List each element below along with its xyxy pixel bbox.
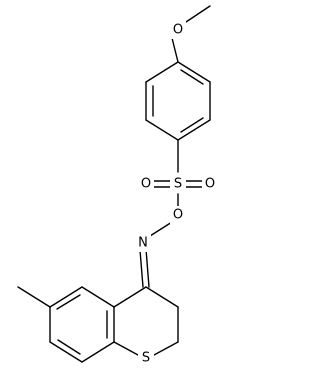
bond-ring-b-5 [49,286,83,308]
bond-ring-a-4 [145,119,179,141]
bonds [17,5,211,363]
ester-oxygen-atom: O [170,206,186,224]
chemical-structure: O S O O O N S [17,5,218,367]
bond-ring-a-3 [177,119,211,141]
sulfonyl-oxygen-right-atom: O [202,175,218,193]
methoxy-oxygen-atom: O [170,21,186,39]
atom-labels: O S O O O N S [135,21,218,367]
bond-ring-b-3 [49,341,83,363]
bond-ring-b-2 [81,341,115,363]
sulfonyl-oxygen-left-label: O [141,177,151,192]
bond-ring-a-6 [145,61,179,83]
structure-canvas: O S O O O N S [17,5,218,367]
bond-methyl-o [185,5,211,23]
bond-ring-b-double-2 [57,339,81,355]
bond-ring-a-double-2 [180,117,204,133]
bond-c4-c4a [113,286,147,308]
bond-c2-s1 [153,341,179,356]
bond-ring-a-double-1 [180,69,204,85]
bond-ring-b-double-3 [56,294,81,310]
bond-o-n [149,221,173,237]
sulfonyl-oxygen-left-atom: O [138,175,154,193]
methoxy-oxygen-label: O [173,23,183,38]
bond-ring-b-6 [81,286,115,308]
ester-oxygen-label: O [173,208,183,223]
bond-aryl-methyl [17,286,51,308]
bond-c4-c3 [145,286,179,308]
sulfonyl-sulfur-label: S [174,177,182,192]
ring-sulfur-label: S [142,351,150,366]
oxime-nitrogen-atom: N [135,234,151,252]
sulfonyl-oxygen-right-label: O [205,177,215,192]
bond-ring-a-1 [177,61,211,83]
sulfonyl-sulfur-atom: S [170,175,186,193]
bond-s1-c8a [113,341,139,356]
bond-n-c-1 [139,249,144,288]
bond-o-aryl [171,37,179,63]
ring-sulfur-atom: S [138,349,154,367]
oxime-nitrogen-label: N [138,236,148,251]
bond-n-c-2 [145,248,150,288]
